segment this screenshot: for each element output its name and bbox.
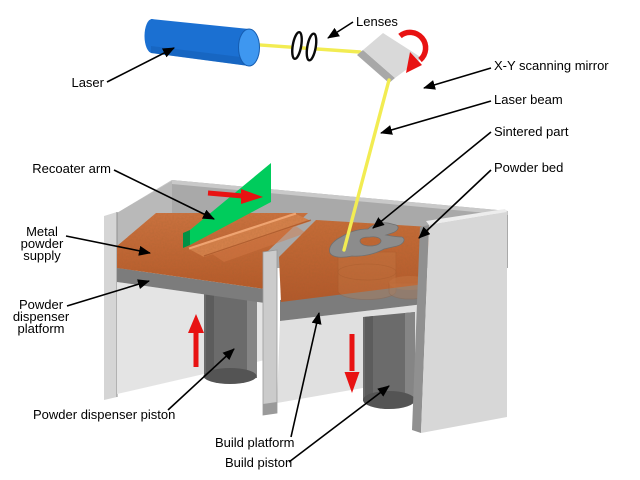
arrow-laser-beam	[380, 100, 492, 135]
svg-text:powder: powder	[21, 236, 64, 251]
label-powder-bed: Powder bed	[494, 160, 563, 175]
laser-aperture-cap	[238, 28, 260, 67]
mirror-rotation-arrow	[398, 29, 429, 73]
recoater-arm-blade	[190, 163, 271, 245]
arrow-lenses	[327, 21, 354, 39]
svg-text:dispenser: dispenser	[13, 309, 70, 324]
optics	[144, 19, 429, 252]
label-lenses: Lenses	[356, 14, 398, 29]
recoater-arm	[183, 163, 271, 248]
svg-text:Powder: Powder	[19, 297, 64, 312]
arrow-powder-bed	[418, 169, 492, 239]
build-piston	[363, 312, 415, 409]
powder-ridge	[188, 212, 312, 257]
arrow-powder-dispenser-piston	[167, 348, 235, 411]
powder-dispenser-piston	[203, 289, 257, 384]
svg-text:platform: platform	[18, 321, 65, 336]
label-sintered-part: Sintered part	[494, 124, 569, 139]
build-down-arrow	[344, 334, 360, 393]
leader-lines	[65, 21, 492, 463]
label-metal-powder-supply: Metal powder supply	[21, 224, 64, 263]
arrow-sintered-part	[372, 131, 492, 229]
label-xy-scanning-mirror: X-Y scanning mirror	[494, 58, 609, 73]
swept-powder-track	[206, 222, 306, 262]
arrow-recoater-arm	[113, 169, 215, 220]
lens-pair	[291, 30, 318, 62]
arrow-xy-scanning-mirror	[423, 67, 492, 90]
label-build-platform: Build platform	[215, 435, 294, 450]
left-wall	[104, 212, 117, 400]
label-laser-beam: Laser beam	[494, 92, 563, 107]
lens-icon	[291, 30, 303, 61]
recoater-motion-arrow	[207, 189, 263, 204]
label-laser: Laser	[71, 75, 104, 90]
build-platform	[280, 282, 424, 321]
arrow-laser	[106, 47, 175, 83]
laser-housing	[144, 19, 260, 67]
label-powder-dispenser-piston: Powder dispenser piston	[33, 407, 175, 422]
machine	[104, 163, 508, 433]
right-wall	[412, 209, 507, 433]
divider-wall	[262, 249, 278, 416]
powder-dispenser-platform	[117, 268, 265, 303]
label-build-piston: Build piston	[225, 455, 292, 470]
arrow-powder-dispenser-platform	[66, 279, 150, 307]
svg-text:Metal: Metal	[26, 224, 58, 239]
lens-icon	[305, 32, 318, 62]
svg-text:supply: supply	[23, 248, 61, 263]
laser-beam-vertical	[342, 78, 391, 252]
label-powder-dispenser-platform: Powder dispenser platform	[13, 297, 70, 336]
dispenser-up-arrow	[188, 314, 204, 367]
arrow-metal-powder-supply	[65, 235, 151, 256]
recoater-arm-edge	[183, 230, 190, 248]
labels: Lenses Laser X-Y scanning mirror Laser b…	[13, 14, 609, 470]
arrow-build-piston	[288, 385, 390, 463]
label-recoater-arm: Recoater arm	[32, 161, 111, 176]
arrow-build-platform	[290, 312, 322, 438]
